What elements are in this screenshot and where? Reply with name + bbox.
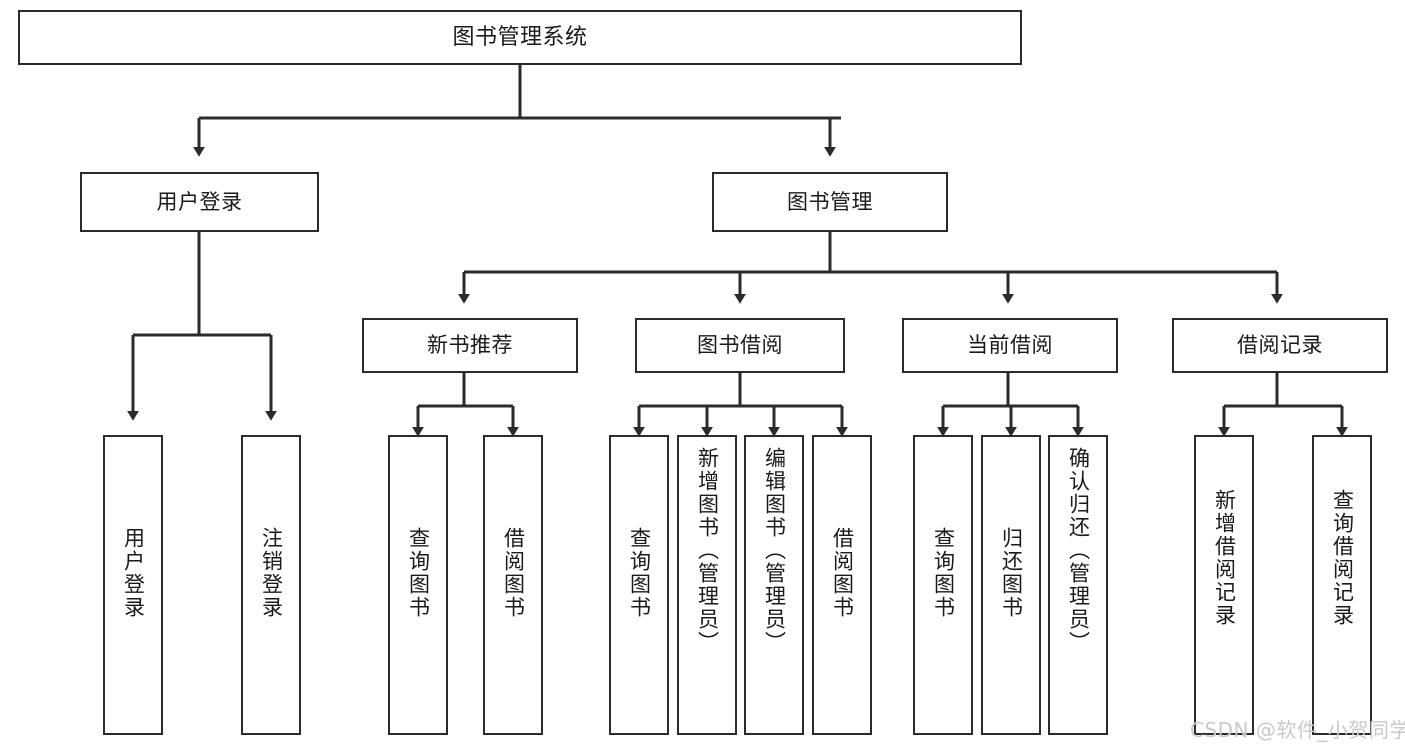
node-label: 借阅图书 xyxy=(501,527,526,619)
node-label: 新增借阅记录 xyxy=(1212,489,1237,627)
node-label: 图书借阅 xyxy=(697,333,783,358)
node-label: 图书管理 xyxy=(787,189,873,214)
node-label: 借阅图书 xyxy=(830,527,855,619)
node-label: 查询图书 xyxy=(931,527,956,619)
node-label: 查询图书 xyxy=(406,527,431,619)
leaf-logout[interactable]: 注销登录 xyxy=(241,435,301,735)
leaf-query-book-borrow[interactable]: 查询图书 xyxy=(609,435,669,735)
node-book-management[interactable]: 图书管理 xyxy=(712,172,948,232)
leaf-add-borrow-record[interactable]: 新增借阅记录 xyxy=(1194,435,1254,735)
node-user-login[interactable]: 用户登录 xyxy=(80,172,319,232)
leaf-edit-book-admin[interactable]: 编辑图书（管理员） xyxy=(744,435,804,735)
leaf-add-book-admin[interactable]: 新增图书（管理员） xyxy=(677,435,737,735)
leaf-borrow-book-newbook[interactable]: 借阅图书 xyxy=(483,435,543,735)
csdn-watermark: CSDN @软件_小贺同学 xyxy=(1190,718,1405,742)
node-label: 用户登录 xyxy=(156,189,243,214)
node-label: 确认归还（管理员） xyxy=(1066,447,1091,654)
node-label: 归还图书 xyxy=(999,527,1024,619)
node-label: 新书推荐 xyxy=(427,333,513,358)
node-label: 当前借阅 xyxy=(967,333,1053,358)
leaf-query-book-current[interactable]: 查询图书 xyxy=(913,435,973,735)
leaf-query-book-newbook[interactable]: 查询图书 xyxy=(388,435,448,735)
leaf-user-login[interactable]: 用户登录 xyxy=(103,435,163,735)
node-label: 新增图书（管理员） xyxy=(695,447,720,654)
leaf-borrow-book[interactable]: 借阅图书 xyxy=(812,435,872,735)
node-book-borrow[interactable]: 图书借阅 xyxy=(635,318,845,373)
leaf-confirm-return-admin[interactable]: 确认归还（管理员） xyxy=(1048,435,1108,735)
node-root-book-management-system[interactable]: 图书管理系统 xyxy=(18,10,1022,65)
node-label: 借阅记录 xyxy=(1237,333,1323,358)
leaf-return-book[interactable]: 归还图书 xyxy=(981,435,1041,735)
node-label: 图书管理系统 xyxy=(452,24,588,50)
node-label: 注销登录 xyxy=(259,527,284,619)
node-label: 用户登录 xyxy=(121,527,146,619)
leaf-query-borrow-record[interactable]: 查询借阅记录 xyxy=(1312,435,1372,735)
node-current-borrow[interactable]: 当前借阅 xyxy=(902,318,1118,373)
node-new-book-recommend[interactable]: 新书推荐 xyxy=(362,318,578,373)
node-label: 查询借阅记录 xyxy=(1330,489,1355,627)
node-borrow-record[interactable]: 借阅记录 xyxy=(1172,318,1388,373)
node-label: 编辑图书（管理员） xyxy=(762,447,787,654)
node-label: 查询图书 xyxy=(627,527,652,619)
